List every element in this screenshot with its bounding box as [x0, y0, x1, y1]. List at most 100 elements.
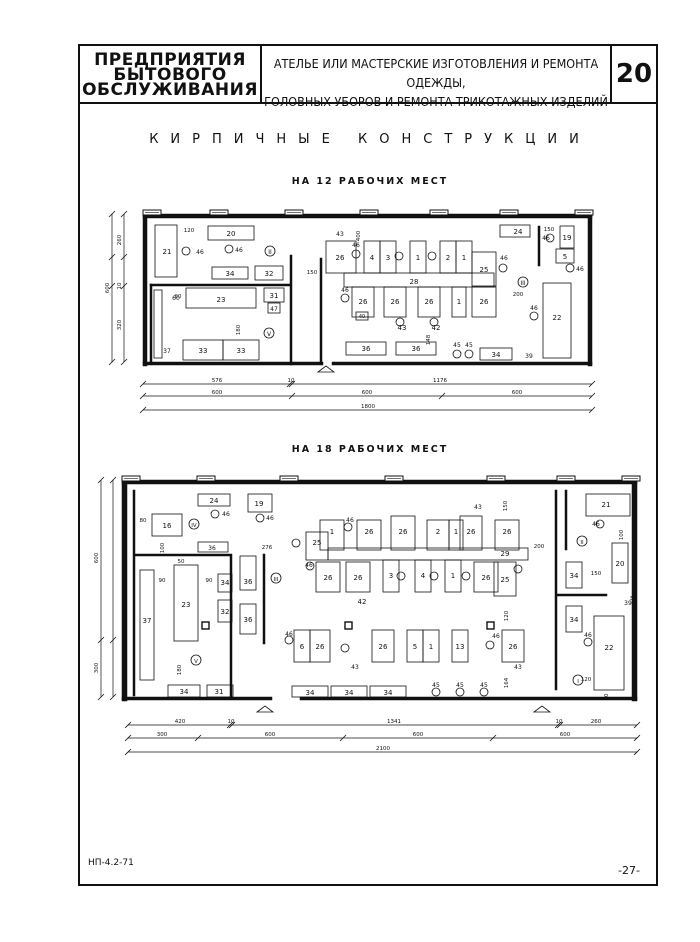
- label: 5: [413, 643, 417, 651]
- column: [201, 621, 210, 630]
- room-marker-V: [190, 654, 202, 666]
- furniture: [382, 559, 400, 593]
- label: 46: [235, 247, 243, 254]
- wall: [142, 213, 148, 367]
- label: 22: [605, 644, 614, 652]
- wall: [289, 254, 293, 366]
- furniture: [451, 286, 467, 318]
- label: 34: [180, 688, 189, 696]
- furniture: [173, 564, 199, 642]
- dimension-label: 150: [503, 500, 509, 511]
- label: 1176: [433, 378, 447, 384]
- dimension-tick: [97, 636, 105, 644]
- label: 25: [501, 576, 510, 584]
- furniture: [185, 287, 257, 309]
- room-marker-III: [270, 572, 282, 584]
- chair: [340, 643, 350, 653]
- label: 10: [228, 719, 235, 725]
- room-marker-II: [264, 245, 276, 257]
- label: 21: [163, 248, 172, 256]
- furniture: [422, 629, 440, 663]
- dimension-tick: [139, 406, 147, 414]
- room-marker-V: [263, 327, 275, 339]
- label: 1: [416, 254, 420, 262]
- label: 23: [182, 601, 191, 609]
- chair: [181, 246, 191, 256]
- chair: [210, 509, 220, 519]
- label: 34: [492, 351, 501, 359]
- label: 26: [391, 298, 400, 306]
- furniture: [239, 603, 257, 635]
- label: 25: [480, 266, 489, 274]
- furniture: [267, 302, 281, 314]
- label: 2100: [376, 746, 390, 752]
- label: 30: [630, 596, 637, 602]
- chair: [396, 571, 406, 581]
- furniture: [499, 224, 531, 238]
- furniture: [222, 339, 260, 361]
- furniture: [207, 225, 255, 241]
- label: 39: [624, 600, 632, 607]
- dimension-tick: [124, 721, 132, 729]
- dimension-tick: [489, 734, 497, 742]
- label: 1800: [361, 404, 375, 410]
- dimension-tick: [109, 476, 117, 484]
- furniture: [351, 286, 375, 318]
- chair: [529, 311, 539, 321]
- furniture: [197, 541, 229, 553]
- furniture: [263, 287, 285, 303]
- furniture: [356, 519, 382, 551]
- label: 23: [217, 296, 226, 304]
- label: 46: [352, 242, 360, 249]
- label: 26: [399, 528, 408, 536]
- chair: [545, 233, 555, 243]
- chair: [583, 637, 593, 647]
- chair: [343, 522, 353, 532]
- label: 46: [500, 255, 508, 262]
- chair: [394, 251, 404, 261]
- label: 600: [413, 732, 424, 738]
- dimension-label: 10: [117, 282, 123, 289]
- furniture: [395, 341, 437, 356]
- label: 25: [313, 539, 322, 547]
- furniture: [291, 685, 329, 698]
- label: 5: [563, 253, 567, 261]
- dimension-label: 180: [177, 664, 183, 675]
- label: 34: [345, 689, 354, 697]
- furniture: [254, 265, 284, 281]
- wall: [149, 283, 153, 363]
- furniture: [390, 515, 416, 551]
- room-label-IV: IV: [191, 523, 197, 529]
- label: 28: [410, 278, 419, 286]
- label: 60: [172, 295, 180, 302]
- dimension-tick: [97, 476, 105, 484]
- label: 6: [300, 643, 305, 651]
- page-number: -27-: [618, 864, 640, 877]
- chair: [461, 571, 471, 581]
- label: 39: [525, 353, 533, 360]
- label: 24: [514, 228, 523, 236]
- wall: [564, 489, 568, 551]
- dimension-label: 50: [604, 693, 610, 700]
- dimension-tick: [438, 392, 446, 400]
- chair: [498, 263, 508, 273]
- wall: [554, 489, 558, 691]
- label: 4: [370, 254, 375, 262]
- furniture: [217, 599, 233, 623]
- furniture: [565, 605, 583, 633]
- label: 600: [512, 390, 523, 396]
- label: 2: [436, 528, 440, 536]
- label: 36: [244, 578, 253, 586]
- dimension-tick: [588, 406, 596, 414]
- sheet-description-line-1: АТЕЛЬЕ ИЛИ МАСТЕРСКИЕ ИЗГОТОВЛЕНИЯ И РЕМ…: [273, 56, 599, 90]
- label: 43: [351, 664, 359, 671]
- dimension-label: 400: [356, 230, 362, 241]
- furniture: [593, 615, 625, 691]
- label: 1: [462, 254, 466, 262]
- dimension-tick: [109, 636, 117, 644]
- label: 80: [140, 518, 147, 524]
- label: 31: [270, 292, 279, 300]
- dimension-label: 100: [160, 542, 166, 553]
- dimension-tick: [108, 358, 116, 366]
- dimension-tick: [288, 392, 296, 400]
